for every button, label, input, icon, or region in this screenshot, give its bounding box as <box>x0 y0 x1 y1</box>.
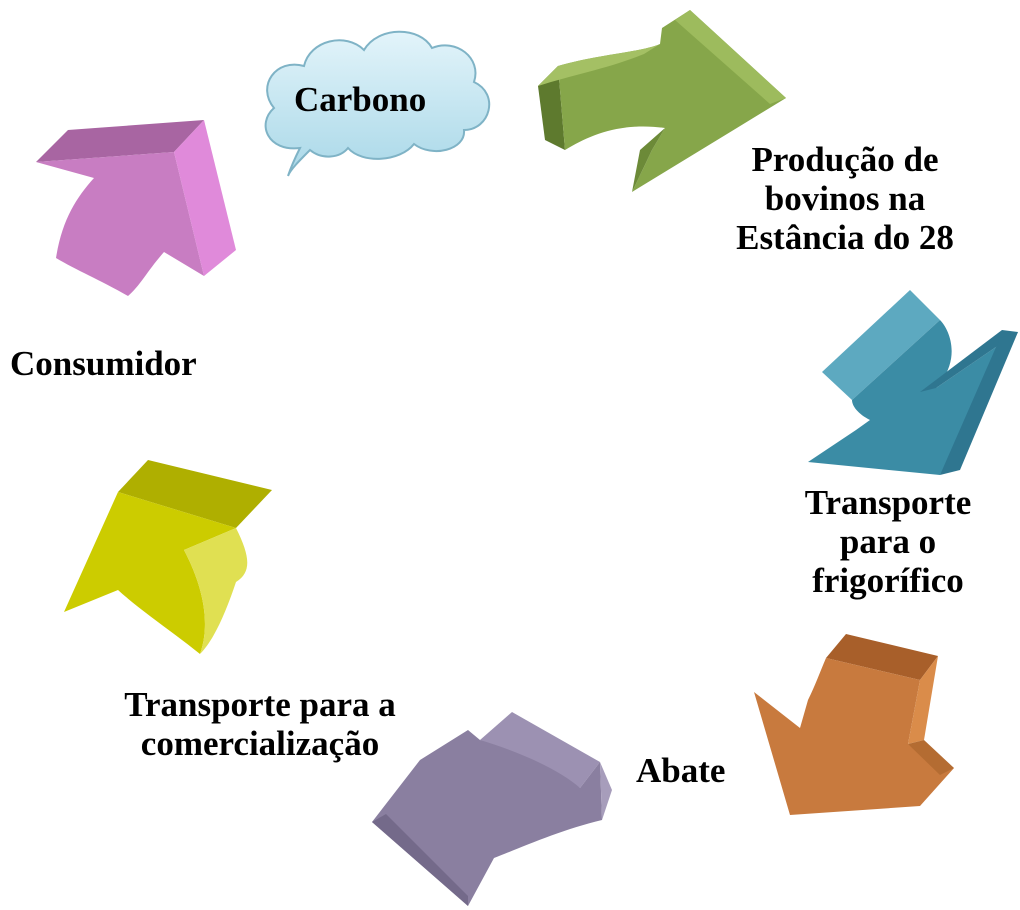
step-transporte-frigorifico-line1: Transporte <box>804 483 972 522</box>
step-transporte-frigorifico-label: Transporte para o frigorífico <box>788 483 988 600</box>
step-transporte-comercializacao-label: Transporte para a comercialização <box>100 685 420 763</box>
step-producao-line3: Estância do 28 <box>736 218 954 257</box>
step-transporte-frigorifico-line2: para o <box>839 522 937 561</box>
step-producao-line1: Produção de <box>751 140 939 179</box>
green-arrow-icon <box>538 10 786 192</box>
pink-arrow-icon <box>36 120 236 296</box>
cloud-label: Carbono <box>294 80 427 119</box>
step-producao-label: Produção de bovinos na Estância do 28 <box>730 140 960 257</box>
step-producao-line2: bovinos na <box>764 179 926 218</box>
step-consumidor-label: Consumidor <box>10 344 197 383</box>
yellow-arrow-icon <box>64 460 272 654</box>
teal-arrow-icon <box>808 290 1018 475</box>
step-transporte-comercializacao-line2: comercialização <box>140 724 380 763</box>
step-abate-label: Abate <box>636 751 726 790</box>
purple-arrow-icon <box>372 712 612 906</box>
cloud-icon <box>264 30 491 177</box>
step-transporte-frigorifico-line3: frigorífico <box>812 561 964 600</box>
orange-arrow-icon <box>754 634 954 815</box>
step-transporte-comercializacao-line1: Transporte para a <box>124 685 396 724</box>
